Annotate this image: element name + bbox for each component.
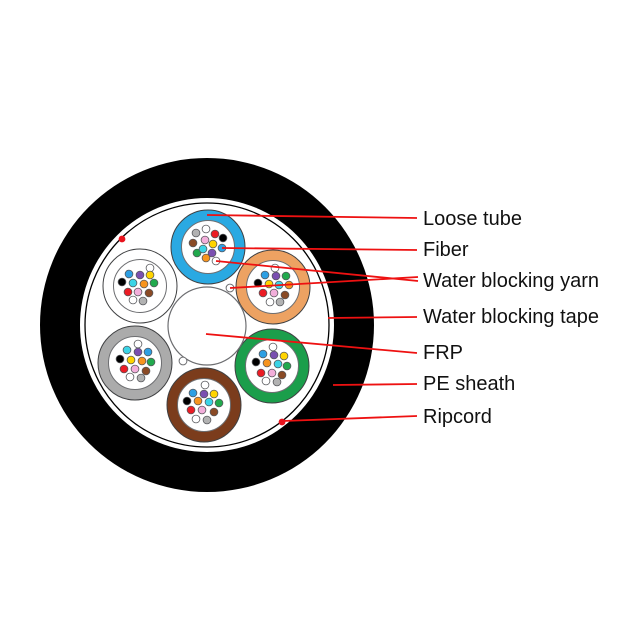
fiber-dot-green [281,271,291,281]
fiber-dot-blue [260,270,270,280]
ripcord-dot [118,235,126,243]
leader-line-water-blocking-yarn [215,260,419,282]
fiber-dot-blue [124,269,134,279]
fiber-dot-slate [191,228,201,238]
fiber-dot-white [268,342,278,352]
fiber-dot-red [256,368,266,378]
fiber-dot-white [201,224,211,234]
fiber-dot-black [115,354,125,364]
fiber-dot-aqua [204,397,214,407]
fiber-dot-red [119,364,129,374]
fiber-dot-brown [144,288,154,298]
fiber-dot-rose [267,368,277,378]
fiber-dot-rose [130,364,140,374]
fiber-dot-white [200,380,210,390]
fiber-dot-violet [269,350,279,360]
label-water-blocking-tape: Water blocking tape [423,306,600,328]
fiber-dot-white [128,295,138,305]
fiber-dot-rose [197,405,207,415]
fiber-dot-brown [209,407,219,417]
fiber-dot-green [192,248,202,258]
fiber-dot-white [191,414,201,424]
label-pe-sheath: PE sheath [423,373,516,395]
leader-line-fiber [221,247,418,251]
fiber-dot-aqua [198,244,208,254]
fiber-dot-orange [262,358,272,368]
leader-line-water-blocking-tape [327,316,418,319]
fiber-dot-brown [280,290,290,300]
fiber-dot-red [210,229,220,239]
fiber-dot-brown [188,238,198,248]
fiber-dot-slate [202,415,212,425]
fiber-dot-black [251,357,261,367]
fiber-dot-aqua [122,345,132,355]
water-blocking-yarn-circle [178,356,188,366]
fiber-dot-aqua [273,359,283,369]
fiber-dot-green [146,357,156,367]
fiber-dot-violet [199,389,209,399]
frp-rod [167,286,247,366]
fiber-dot-violet [133,347,143,357]
fiber-dot-white [133,339,143,349]
leader-line-pe-sheath [332,383,418,386]
fiber-dot-orange [193,396,203,406]
leader-line-loose-tube [206,214,418,219]
leader-line-ripcord [282,415,418,422]
fiber-dot-blue [188,388,198,398]
fiber-dot-brown [141,366,151,376]
label-loose-tube: Loose tube [423,208,522,230]
fiber-dot-yellow [126,355,136,365]
leader-line-frp [205,333,418,354]
fiber-dot-white [261,376,271,386]
fiber-dot-red [123,287,133,297]
leader-line-water-blocking-yarn [229,276,419,289]
fiber-dot-green [149,278,159,288]
ripcord-dot [278,418,286,426]
fiber-dot-yellow [279,351,289,361]
fiber-dot-black [218,233,228,243]
fiber-dot-yellow [209,389,219,399]
fiber-dot-violet [271,271,281,281]
label-ripcord: Ripcord [423,406,492,428]
fiber-dot-white [125,372,135,382]
fiber-dot-orange [201,253,211,263]
fiber-dot-violet [207,248,217,258]
fiber-dot-orange [137,356,147,366]
fiber-dot-black [117,277,127,287]
label-fiber: Fiber [423,239,469,261]
fiber-dot-slate [138,296,148,306]
fiber-dot-green [282,361,292,371]
fiber-dot-orange [139,279,149,289]
fiber-dot-yellow [208,239,218,249]
fiber-dot-white [265,297,275,307]
fiber-dot-red [186,405,196,415]
fiber-dot-rose [200,235,210,245]
fiber-dot-slate [272,377,282,387]
fiber-dot-rose [133,287,143,297]
fiber-dot-yellow [145,270,155,280]
fiber-dot-blue [258,349,268,359]
label-water-blocking-yarn: Water blocking yarn [423,270,599,292]
fiber-dot-blue [143,347,153,357]
fiber-dot-brown [277,370,287,380]
fiber-dot-black [182,396,192,406]
fiber-dot-aqua [128,278,138,288]
fiber-dot-red [258,288,268,298]
label-frp: FRP [423,342,463,364]
fiber-dot-green [214,398,224,408]
fiber-dot-rose [269,288,279,298]
fiber-dot-violet [135,270,145,280]
fiber-dot-slate [136,373,146,383]
fiber-dot-slate [275,297,285,307]
